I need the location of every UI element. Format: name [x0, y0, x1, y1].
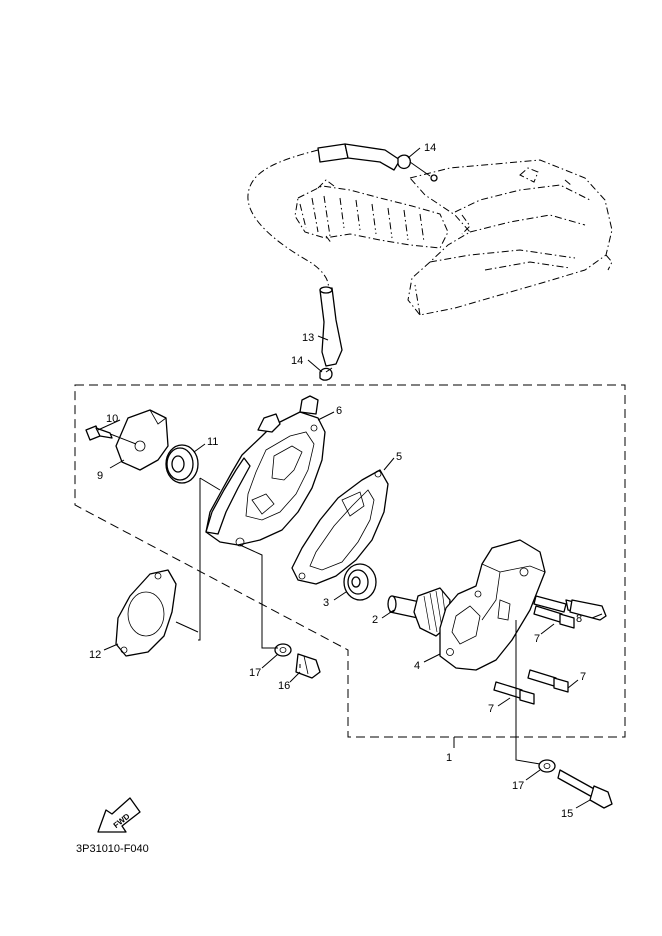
seal-3 — [343, 563, 377, 601]
washer-17-right — [538, 759, 556, 773]
callout-6: 6 — [336, 405, 342, 417]
callout-7-lower: 7 — [488, 703, 494, 715]
callout-11: 11 — [207, 436, 218, 448]
callout-5: 5 — [396, 451, 402, 463]
callout-1: 1 — [446, 752, 452, 764]
callout-17-right: 17 — [512, 780, 524, 792]
part-callouts: 1 2 3 4 5 6 7 7 7 8 9 10 11 12 13 14 14 … — [89, 142, 586, 820]
hose-clamp-14-lower — [319, 367, 333, 381]
callout-14-lower: 14 — [291, 355, 303, 367]
bearing-11 — [165, 444, 199, 484]
bolt-8 — [533, 595, 607, 621]
callout-7-right: 7 — [580, 671, 586, 683]
callout-13: 13 — [302, 332, 314, 344]
callout-10: 10 — [106, 413, 118, 425]
pump-housing-6 — [205, 395, 326, 547]
bolt-7-lower — [493, 681, 535, 705]
pump-cover-4 — [439, 539, 546, 671]
gasket-5 — [291, 469, 389, 585]
callout-17-left: 17 — [249, 667, 261, 679]
callout-16: 16 — [278, 680, 290, 692]
hose-13 — [317, 143, 401, 367]
gasket-12 — [115, 569, 177, 657]
bolt-7-middle — [527, 669, 569, 693]
forward-direction-arrow: FWD — [97, 797, 141, 833]
callout-8: 8 — [576, 613, 582, 625]
pump-assembly-frame — [74, 384, 626, 738]
callout-7-upper: 7 — [534, 633, 540, 645]
callout-2: 2 — [372, 614, 378, 626]
callout-4: 4 — [414, 660, 420, 672]
callout-9: 9 — [97, 470, 103, 482]
bolt-15 — [557, 769, 613, 809]
leader-lines — [97, 147, 603, 809]
bolt-16 — [295, 653, 321, 679]
washer-17-left — [274, 643, 292, 657]
callout-15: 15 — [561, 808, 573, 820]
bolt-10 — [85, 425, 113, 441]
bolt-7-upper — [533, 605, 575, 629]
callout-12: 12 — [89, 649, 101, 661]
callout-14-upper: 14 — [424, 142, 436, 154]
diagram-reference-code: 3P31010-F040 — [76, 843, 149, 855]
engine-outline-ghost — [247, 149, 613, 316]
callout-3: 3 — [323, 597, 329, 609]
hose-clamp-14-upper — [397, 154, 438, 182]
